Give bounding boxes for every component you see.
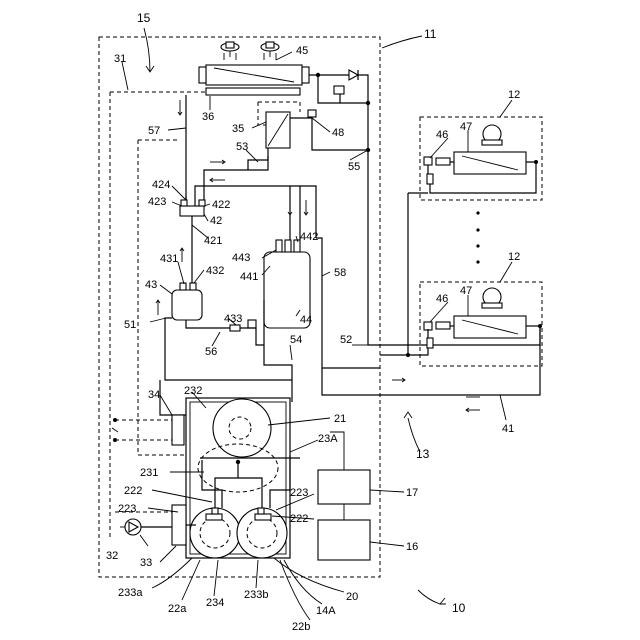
label-34: 34 xyxy=(148,389,160,401)
label-223-left: 223 xyxy=(118,503,136,515)
label-31: 31 xyxy=(114,53,126,65)
label-442: 442 xyxy=(300,231,318,243)
label-51: 51 xyxy=(124,319,136,331)
label-431: 431 xyxy=(160,253,178,265)
label-23A: 23A xyxy=(318,433,338,445)
label-16: 16 xyxy=(406,541,418,553)
control-box-16 xyxy=(318,520,370,560)
control-box-17 xyxy=(318,470,370,504)
label-432: 432 xyxy=(206,265,224,277)
label-17: 17 xyxy=(406,487,418,499)
oil-separator xyxy=(172,290,202,320)
label-441: 441 xyxy=(240,271,258,283)
label-231: 231 xyxy=(140,467,158,479)
label-56: 56 xyxy=(205,346,217,358)
label-423: 423 xyxy=(148,196,166,208)
label-222-right: 222 xyxy=(290,513,308,525)
label-234: 234 xyxy=(206,597,224,609)
component-34 xyxy=(172,415,184,445)
label-53: 53 xyxy=(236,141,248,153)
compressor-accumulator xyxy=(213,399,271,457)
fan-icon xyxy=(261,42,279,60)
label-32: 32 xyxy=(106,550,118,562)
label-45: 45 xyxy=(296,45,308,57)
label-43: 43 xyxy=(145,279,157,291)
label-233b: 233b xyxy=(244,589,268,601)
label-15: 15 xyxy=(137,11,151,25)
label-22b: 22b xyxy=(292,621,310,633)
label-433: 433 xyxy=(224,313,242,325)
label-46-lower: 46 xyxy=(436,293,448,305)
label-36: 36 xyxy=(202,111,214,123)
label-232: 232 xyxy=(184,385,202,397)
label-33: 33 xyxy=(140,557,152,569)
label-424: 424 xyxy=(152,179,170,191)
label-55: 55 xyxy=(348,161,360,173)
fan-icon xyxy=(221,42,239,60)
label-13: 13 xyxy=(416,447,430,461)
label-47-upper: 47 xyxy=(460,121,472,133)
label-58: 58 xyxy=(334,267,346,279)
label-223-right: 223 xyxy=(290,487,308,499)
label-10: 10 xyxy=(452,601,466,615)
label-41: 41 xyxy=(502,423,514,435)
label-11: 11 xyxy=(424,27,437,41)
label-20: 20 xyxy=(346,591,358,603)
label-44: 44 xyxy=(300,314,312,326)
four-way-valve xyxy=(180,206,204,216)
label-47-lower: 47 xyxy=(460,285,472,297)
label-422: 422 xyxy=(212,199,230,211)
label-35: 35 xyxy=(232,123,244,135)
label-54: 54 xyxy=(290,334,302,346)
label-57: 57 xyxy=(148,125,160,137)
label-21: 21 xyxy=(334,413,346,425)
component-33 xyxy=(172,505,186,545)
label-52: 52 xyxy=(340,334,352,346)
label-421: 421 xyxy=(204,235,222,247)
label-14A: 14A xyxy=(316,605,336,617)
label-48: 48 xyxy=(332,127,344,139)
label-22a: 22a xyxy=(168,603,187,615)
label-42: 42 xyxy=(210,215,222,227)
label-222-left: 222 xyxy=(124,485,142,497)
label-12-lower: 12 xyxy=(508,251,520,263)
label-443: 443 xyxy=(232,252,250,264)
label-12-upper: 12 xyxy=(508,89,520,101)
label-233a: 233a xyxy=(118,587,143,599)
label-46-upper: 46 xyxy=(436,129,448,141)
